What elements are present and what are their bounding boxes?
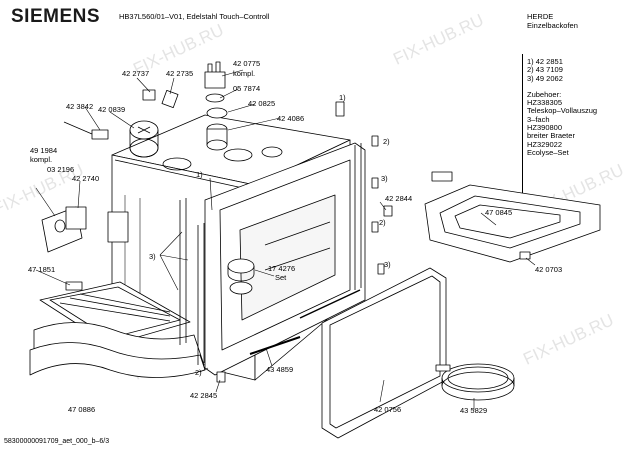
part-label: 42 0825 xyxy=(248,99,276,108)
part-label: 42 2740 xyxy=(72,174,100,183)
part-label: 42 0703 xyxy=(535,265,563,274)
part-label: 2) xyxy=(379,218,386,227)
grill-element xyxy=(424,171,601,263)
part-label: 42 0775 xyxy=(233,59,261,68)
part-label: 1) xyxy=(339,93,346,102)
subcategory-label: Einzelbackofen xyxy=(527,21,578,30)
leader-lines xyxy=(35,69,536,410)
accessory-item: Ecolyse–Set xyxy=(527,147,569,157)
brackets-top xyxy=(63,89,393,275)
accessories-title: Zubehoer: xyxy=(527,89,562,99)
legend-item: 1) 42 2851 xyxy=(527,57,563,66)
legend-item: 2) 43 7109 xyxy=(527,65,563,75)
lamp xyxy=(227,258,255,295)
part-label: 42 2845 xyxy=(190,391,218,400)
accessory-item: 3–fach xyxy=(527,114,550,124)
part-label: 42 3842 xyxy=(66,102,94,111)
part-label: 03 2196 xyxy=(47,165,75,174)
accessory-item: HZ338305 xyxy=(527,98,563,108)
accessory-item: HZ329022 xyxy=(527,139,563,149)
small-parts xyxy=(65,281,226,383)
legend-item: 3) 49 2062 xyxy=(527,73,563,83)
ring-heater xyxy=(435,363,515,401)
part-label: 42 2735 xyxy=(166,69,194,78)
accessory-item: HZ390800 xyxy=(527,123,563,133)
part-label: 42 0756 xyxy=(374,405,402,414)
part-label: kompl. xyxy=(30,155,53,164)
part-label: 47 0886 xyxy=(68,405,96,414)
part-label: 42 0839 xyxy=(98,105,126,114)
part-label: 43 4859 xyxy=(266,365,294,374)
accessory-item: breiter Braeter xyxy=(527,131,575,141)
part-label: 3) xyxy=(149,252,156,261)
part-label: 49 1984 xyxy=(30,146,58,155)
part-label: 1) xyxy=(196,170,203,179)
part-label: 42 2737 xyxy=(122,69,150,78)
model-title: HB37L560/01–V01, Edelstahl Touch–Control… xyxy=(119,12,270,21)
part-label: 47 0845 xyxy=(485,208,513,217)
legend-panel: 1) 42 2851 2) 43 7109 3) 49 2062 Zubehoe… xyxy=(522,54,635,196)
part-label: 43 5829 xyxy=(460,406,488,415)
control-module xyxy=(41,206,129,253)
accessory-item: Teleskop–Vollauszug xyxy=(527,106,598,116)
part-label: 17 4276 xyxy=(268,264,296,273)
part-label: 47 1851 xyxy=(28,265,56,274)
fan-motor xyxy=(129,120,159,158)
part-label: kompl. xyxy=(233,69,256,78)
side-rails xyxy=(179,143,362,365)
part-label: 2) xyxy=(195,368,202,377)
front-frame xyxy=(204,142,366,376)
drawing-code: 58300000091709_aet_000_b–6/3 xyxy=(4,438,110,445)
brand-logo: SIEMENS xyxy=(11,6,101,27)
part-label: 3) xyxy=(381,174,388,183)
part-label: 3) xyxy=(384,260,391,269)
bottom-heater xyxy=(29,281,206,378)
hinge-bars xyxy=(249,289,361,355)
part-label: 05 7874 xyxy=(233,84,261,93)
category-label: HERDE xyxy=(527,12,554,21)
part-label: 42 2844 xyxy=(385,194,413,203)
door-glass xyxy=(321,267,447,439)
part-label: Set xyxy=(275,273,287,282)
thermostat-stack xyxy=(204,61,228,151)
part-label: 42 4086 xyxy=(277,114,305,123)
part-label: 2) xyxy=(383,137,390,146)
